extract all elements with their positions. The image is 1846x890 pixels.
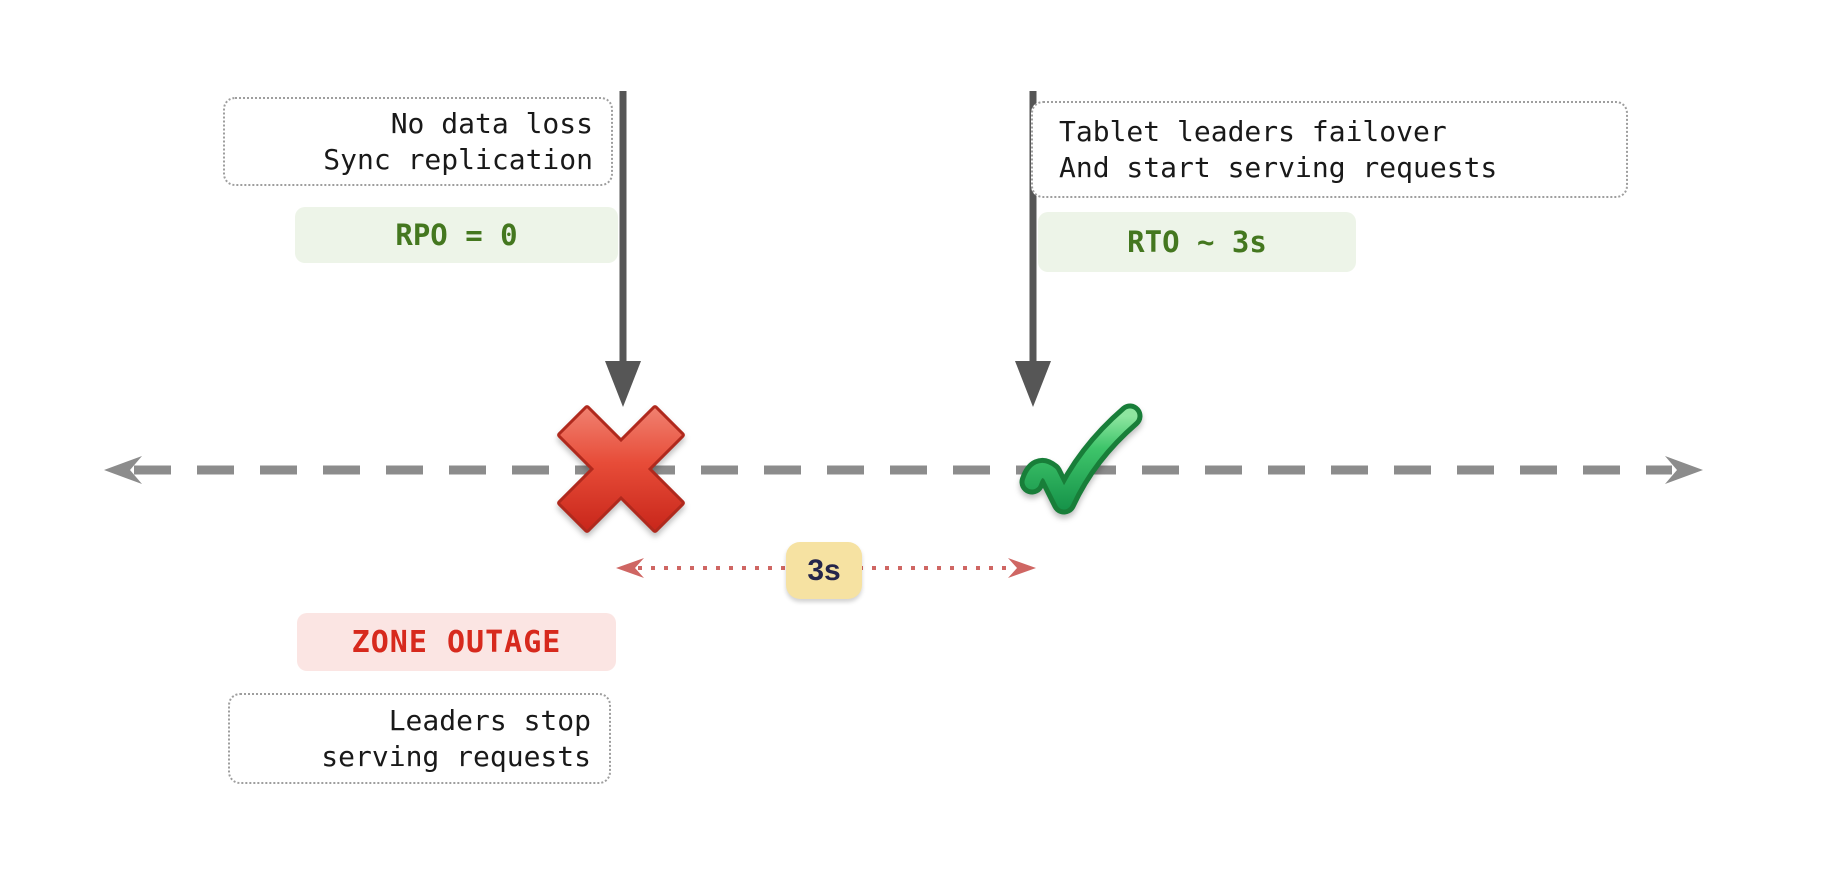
gap-duration-badge: 3s [786,542,862,599]
note-line: Tablet leaders failover [1059,114,1447,148]
timeline-dashed-arrow-icon [104,456,1703,484]
check-mark-icon [1019,403,1143,515]
rto-badge: RTO ~ 3s [1038,212,1356,272]
failover-note: Tablet leaders failover And start servin… [1031,101,1628,198]
cross-mark-icon [557,405,685,533]
outage-down-arrow-icon [605,91,641,407]
gap-span-arrow-icon [616,558,1036,578]
note-line: serving requests [321,739,591,773]
sync-replication-note: No data loss Sync replication [223,97,613,186]
zone-outage-badge: ZONE OUTAGE [297,613,616,671]
rpo-badge: RPO = 0 [295,207,618,263]
recovery-down-arrow-icon [1015,91,1051,407]
leaders-stop-note: Leaders stop serving requests [228,693,611,784]
note-line: No data loss [390,106,593,140]
note-line: Leaders stop [388,703,591,737]
note-line: Sync replication [323,142,593,176]
note-line: And start serving requests [1059,150,1498,184]
